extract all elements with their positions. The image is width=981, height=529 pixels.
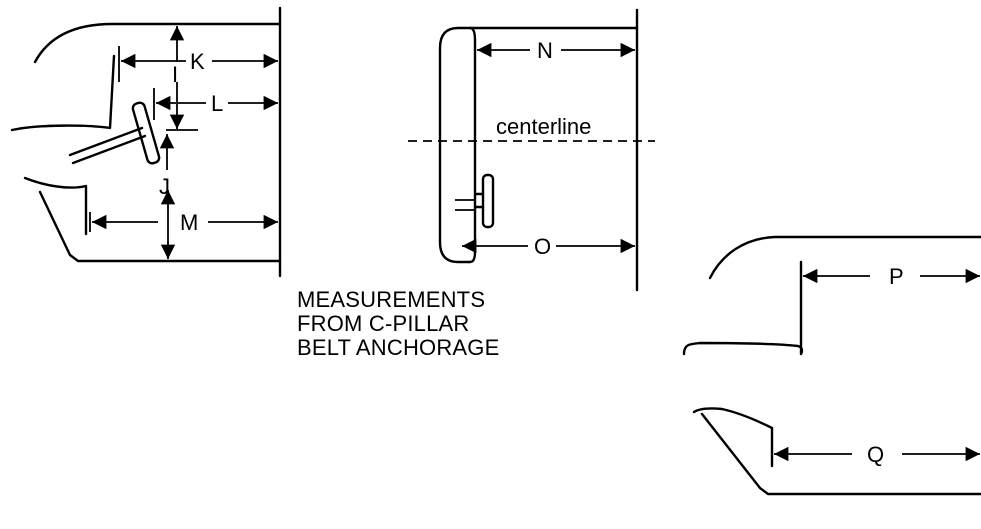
side-view-left: K I L J M (10, 6, 282, 278)
dimension-k: K (118, 46, 278, 82)
dimension-o: O (462, 234, 635, 259)
label-o: O (534, 234, 551, 259)
roof-outline (33, 22, 282, 64)
dimension-l: L (153, 88, 278, 120)
caption-line-3: BELT ANCHORAGE (297, 335, 500, 360)
floor-outline (38, 190, 282, 263)
seatback-outline (10, 54, 116, 132)
diagram-caption: MEASUREMENTS FROM C-PILLAR BELT ANCHORAG… (297, 288, 500, 360)
seat-outline (23, 176, 88, 236)
body-outline (438, 26, 477, 264)
label-p: P (889, 264, 904, 289)
seatback-outline (682, 260, 804, 356)
label-centerline: centerline (496, 114, 591, 139)
label-k: K (190, 49, 205, 74)
caption-line-1: MEASUREMENTS (297, 287, 486, 312)
dimension-m: M (89, 190, 278, 259)
label-n: N (537, 38, 553, 63)
roof-outline (708, 235, 981, 280)
label-l: L (211, 91, 223, 116)
label-m: M (180, 210, 198, 235)
dimension-j: J (159, 129, 198, 199)
caption-line-2: FROM C-PILLAR (297, 311, 470, 336)
dimension-i: I (169, 26, 185, 129)
label-q: Q (867, 442, 884, 467)
top-view: centerline N O (408, 8, 655, 292)
dimension-p: P (803, 264, 980, 289)
dimension-n: N (477, 38, 635, 63)
belt-anchorage-fitting (68, 101, 161, 165)
side-view-right: P Q (682, 235, 981, 496)
floor-outline (700, 412, 981, 496)
label-i: I (172, 62, 178, 87)
label-j: J (159, 174, 170, 199)
belt-anchorage-fitting (455, 173, 495, 229)
dimension-q: Q (774, 442, 980, 467)
seat-outline (692, 407, 774, 468)
